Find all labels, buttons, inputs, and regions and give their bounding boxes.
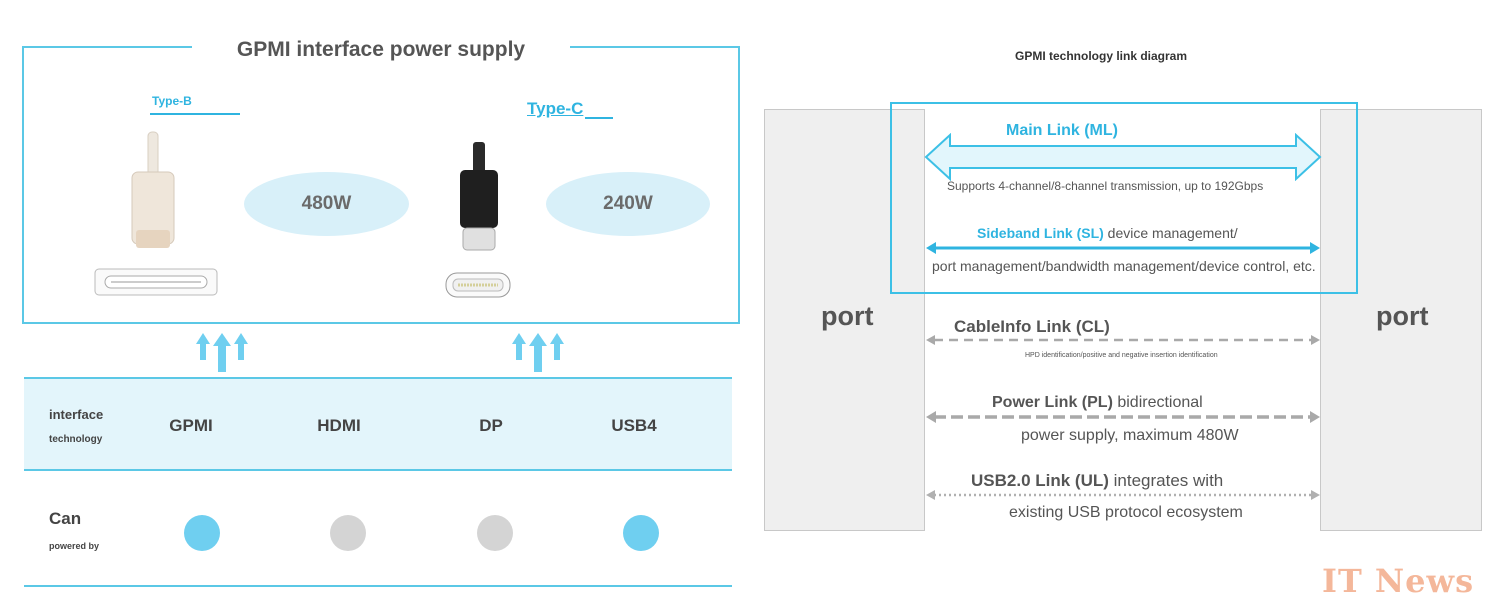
table-header-band bbox=[24, 378, 732, 470]
left-port-label: port bbox=[821, 301, 874, 331]
cableinfo-link-title: CableInfo Link (CL) bbox=[954, 317, 1110, 336]
cableinfo-link-arrow bbox=[926, 335, 1320, 345]
table-divider bbox=[24, 585, 732, 587]
table-divider bbox=[24, 469, 732, 471]
power-supply-title: GPMI interface power supply bbox=[236, 38, 526, 61]
up-arrows-icon bbox=[512, 333, 564, 372]
type-c-port-icon bbox=[445, 272, 511, 298]
link-diagram-title: GPMI technology link diagram bbox=[1015, 49, 1188, 63]
frame-border bbox=[22, 322, 740, 324]
row-label: powered by bbox=[49, 541, 100, 551]
power-link-arrow bbox=[926, 411, 1320, 423]
frame-border bbox=[738, 46, 740, 323]
usb-link-title: USB2.0 Link (UL) bbox=[971, 471, 1109, 490]
up-arrows-icon bbox=[196, 333, 248, 372]
sideband-link-desc: device management/ bbox=[1103, 225, 1238, 241]
usb-link-desc2: existing USB protocol ecosystem bbox=[1009, 504, 1243, 521]
watermark-logo: IT News bbox=[1322, 562, 1475, 600]
power-link-desc: bidirectional bbox=[1112, 394, 1203, 411]
usb-link-arrow bbox=[926, 490, 1320, 500]
sideband-link-line1: Sideband Link (SL) device management/ bbox=[977, 225, 1238, 241]
usb-link-desc: integrates with bbox=[1108, 471, 1224, 490]
table-header-label: technology bbox=[49, 434, 103, 445]
column-usb4: USB4 bbox=[611, 416, 657, 435]
column-hdmi: HDMI bbox=[317, 416, 361, 435]
type-b-power-ellipse: 480W bbox=[244, 172, 409, 236]
row-label: Can bbox=[49, 509, 82, 528]
frame-border bbox=[22, 46, 24, 323]
right-port-box bbox=[1320, 109, 1482, 531]
type-c-underline bbox=[585, 117, 613, 119]
power-link-line1: Power Link (PL) bidirectional bbox=[992, 394, 1203, 412]
type-c-power-ellipse: 240W bbox=[546, 172, 710, 236]
sideband-link-desc2: port management/bandwidth management/dev… bbox=[932, 258, 1316, 274]
dp-powered-dot bbox=[477, 515, 513, 551]
usb-link-line1: USB2.0 Link (UL) integrates with bbox=[971, 471, 1223, 491]
type-b-port-icon bbox=[94, 268, 218, 296]
hdmi-powered-dot bbox=[330, 515, 366, 551]
type-b-connector-icon bbox=[131, 131, 175, 248]
power-link-title: Power Link (PL) bbox=[992, 394, 1113, 411]
sideband-link-arrow bbox=[926, 242, 1320, 254]
table-header-label: interface bbox=[49, 407, 104, 422]
sideband-link-title: Sideband Link (SL) bbox=[977, 225, 1104, 241]
frame-border bbox=[22, 46, 192, 48]
left-port-box bbox=[764, 109, 925, 531]
main-link-title: Main Link (ML) bbox=[1006, 122, 1118, 139]
type-c-connector-icon bbox=[460, 142, 498, 251]
type-b-underline bbox=[150, 113, 240, 115]
column-dp: DP bbox=[479, 416, 503, 435]
usb4-powered-dot bbox=[623, 515, 659, 551]
frame-border bbox=[570, 46, 740, 48]
power-link-desc2: power supply, maximum 480W bbox=[1021, 427, 1239, 444]
highlight-box bbox=[890, 102, 1358, 294]
main-link-arrow bbox=[924, 133, 1322, 181]
gpmi-powered-dot bbox=[184, 515, 220, 551]
cableinfo-link-desc: HPD identification/positive and negative… bbox=[1025, 352, 1218, 359]
column-gpmi: GPMI bbox=[169, 416, 213, 435]
main-link-desc: Supports 4-channel/8-channel transmissio… bbox=[947, 179, 1264, 193]
right-port-label: port bbox=[1376, 301, 1429, 331]
type-b-label: Type-B bbox=[152, 94, 192, 108]
table-divider bbox=[24, 377, 732, 379]
type-c-label: Type-C bbox=[527, 99, 584, 118]
